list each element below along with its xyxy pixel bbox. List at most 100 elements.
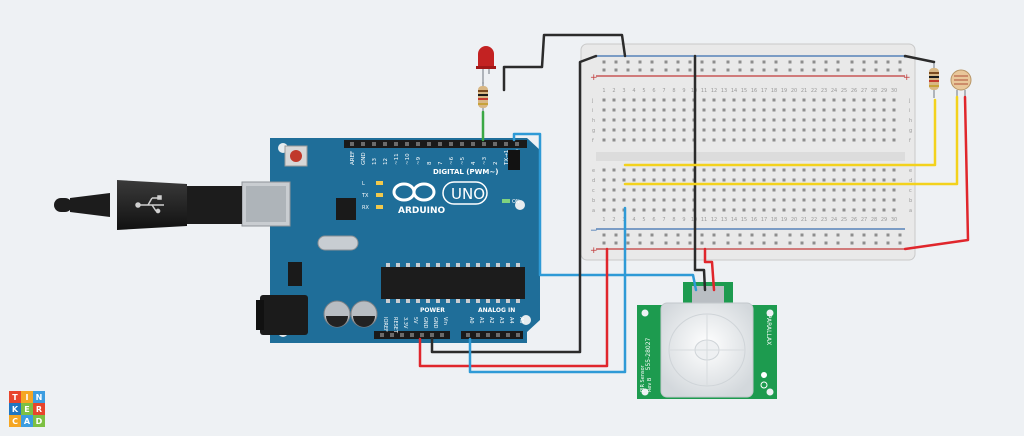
rail-hole[interactable] [638,68,642,72]
breadboard-hole[interactable] [742,188,746,192]
breadboard-hole[interactable] [842,98,846,102]
breadboard-hole[interactable] [842,178,846,182]
breadboard-hole[interactable] [682,118,686,122]
breadboard-hole[interactable] [762,198,766,202]
header-pin[interactable] [383,142,387,146]
breadboard-hole[interactable] [702,118,706,122]
breadboard-hole[interactable] [792,168,796,172]
rail-hole[interactable] [688,233,692,237]
breadboard-hole[interactable] [822,128,826,132]
breadboard-hole[interactable] [622,128,626,132]
rail-hole[interactable] [688,60,692,64]
header-pin[interactable] [410,333,414,337]
breadboard-hole[interactable] [822,188,826,192]
breadboard-hole[interactable] [752,98,756,102]
breadboard-hole[interactable] [792,128,796,132]
breadboard-hole[interactable] [662,98,666,102]
breadboard-hole[interactable] [822,108,826,112]
rail-hole[interactable] [886,241,890,245]
breadboard-hole[interactable] [702,108,706,112]
breadboard-hole[interactable] [842,138,846,142]
breadboard-hole[interactable] [832,108,836,112]
breadboard-hole[interactable] [862,98,866,102]
breadboard-hole[interactable] [762,138,766,142]
breadboard-hole[interactable] [772,198,776,202]
rail-hole[interactable] [850,241,854,245]
breadboard-hole[interactable] [772,98,776,102]
breadboard-hole[interactable] [892,178,896,182]
breadboard-hole[interactable] [612,168,616,172]
breadboard-hole[interactable] [712,138,716,142]
rail-hole[interactable] [898,68,902,72]
breadboard-hole[interactable] [672,108,676,112]
breadboard-hole[interactable] [862,138,866,142]
breadboard-hole[interactable] [632,138,636,142]
rail-hole[interactable] [750,60,754,64]
breadboard-hole[interactable] [612,128,616,132]
rail-hole[interactable] [738,60,742,64]
breadboard-hole[interactable] [702,198,706,202]
breadboard-hole[interactable] [602,208,606,212]
breadboard-hole[interactable] [792,208,796,212]
breadboard-hole[interactable] [662,138,666,142]
rail-hole[interactable] [750,241,754,245]
breadboard-hole[interactable] [782,128,786,132]
breadboard-hole[interactable] [722,98,726,102]
breadboard-hole[interactable] [672,178,676,182]
rail-hole[interactable] [774,68,778,72]
breadboard-hole[interactable] [622,118,626,122]
breadboard-hole[interactable] [872,138,876,142]
breadboard-hole[interactable] [752,168,756,172]
breadboard-hole[interactable] [832,208,836,212]
breadboard-hole[interactable] [672,138,676,142]
rail-hole[interactable] [862,241,866,245]
breadboard-hole[interactable] [672,128,676,132]
rail-hole[interactable] [688,241,692,245]
breadboard-hole[interactable] [732,198,736,202]
breadboard-hole[interactable] [642,198,646,202]
breadboard-hole[interactable] [742,98,746,102]
rail-hole[interactable] [788,60,792,64]
breadboard-hole[interactable] [822,178,826,182]
breadboard-hole[interactable] [662,198,666,202]
breadboard-hole[interactable] [782,198,786,202]
breadboard-hole[interactable] [642,108,646,112]
breadboard-hole[interactable] [742,178,746,182]
breadboard-hole[interactable] [802,128,806,132]
breadboard-hole[interactable] [802,198,806,202]
breadboard-hole[interactable] [802,178,806,182]
rail-hole[interactable] [614,68,618,72]
wire-gnd-rail[interactable] [430,54,598,354]
breadboard-hole[interactable] [882,128,886,132]
breadboard-hole[interactable] [752,128,756,132]
breadboard-hole[interactable] [602,198,606,202]
breadboard-hole[interactable] [662,108,666,112]
rail-hole[interactable] [626,233,630,237]
breadboard-hole[interactable] [632,168,636,172]
breadboard-hole[interactable] [872,198,876,202]
rail-hole[interactable] [836,241,840,245]
breadboard-hole[interactable] [822,118,826,122]
breadboard-hole[interactable] [682,108,686,112]
breadboard-hole[interactable] [802,168,806,172]
breadboard-hole[interactable] [632,208,636,212]
rail-hole[interactable] [898,233,902,237]
breadboard-hole[interactable] [642,188,646,192]
rail-hole[interactable] [800,233,804,237]
rail-hole[interactable] [750,68,754,72]
rail-hole[interactable] [700,68,704,72]
breadboard-hole[interactable] [882,98,886,102]
breadboard-hole[interactable] [802,98,806,102]
rail-hole[interactable] [836,60,840,64]
breadboard-hole[interactable] [602,188,606,192]
breadboard-hole[interactable] [742,118,746,122]
breadboard-hole[interactable] [652,208,656,212]
breadboard-hole[interactable] [732,118,736,122]
breadboard-hole[interactable] [842,168,846,172]
breadboard-hole[interactable] [872,178,876,182]
breadboard-hole[interactable] [812,168,816,172]
breadboard-hole[interactable] [862,208,866,212]
header-pin[interactable] [466,333,470,337]
rail-hole[interactable] [850,68,854,72]
breadboard-hole[interactable] [732,168,736,172]
